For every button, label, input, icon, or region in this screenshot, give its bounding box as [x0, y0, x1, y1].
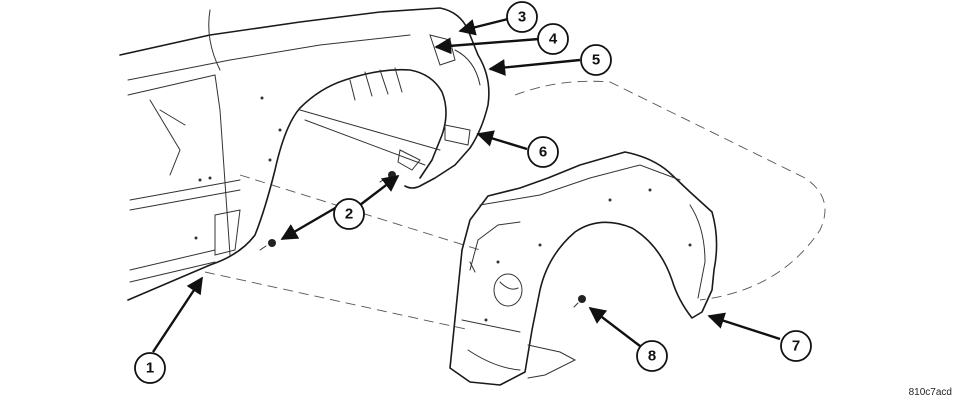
callout-7: 7	[780, 330, 812, 362]
leader-7	[707, 312, 781, 341]
fastener-push-pin-shield	[573, 295, 586, 308]
fastener-push-pin-lower	[259, 239, 276, 251]
svg-text:1: 1	[146, 360, 154, 377]
callout-8: 8	[636, 340, 668, 372]
svg-text:2: 2	[345, 206, 353, 223]
callout-3: 3	[506, 1, 538, 33]
leader-4	[434, 37, 540, 55]
leader-lines	[151, 17, 781, 353]
svg-text:4: 4	[549, 31, 558, 48]
callout-4: 4	[537, 23, 569, 55]
svg-text:7: 7	[792, 338, 800, 355]
leader-6	[476, 130, 528, 151]
leader-8	[588, 306, 641, 347]
leader-2b	[359, 174, 400, 206]
svg-text:6: 6	[539, 144, 547, 161]
leader-2a	[280, 205, 338, 241]
figure-reference-code: 810c7acd	[908, 387, 952, 398]
callout-2: 2	[333, 198, 365, 230]
leader-5	[488, 58, 581, 76]
svg-text:5: 5	[592, 52, 600, 69]
callout-5: 5	[580, 44, 612, 76]
wheelhouse-splash-shield	[449, 151, 718, 386]
callout-6: 6	[527, 136, 559, 168]
vehicle-quarter-panel	[119, 7, 490, 301]
callout-1: 1	[134, 352, 166, 384]
svg-text:3: 3	[518, 9, 526, 26]
leader-1	[151, 276, 204, 353]
ghost-outline	[204, 80, 826, 331]
leader-3	[458, 17, 509, 36]
svg-text:8: 8	[648, 348, 656, 365]
